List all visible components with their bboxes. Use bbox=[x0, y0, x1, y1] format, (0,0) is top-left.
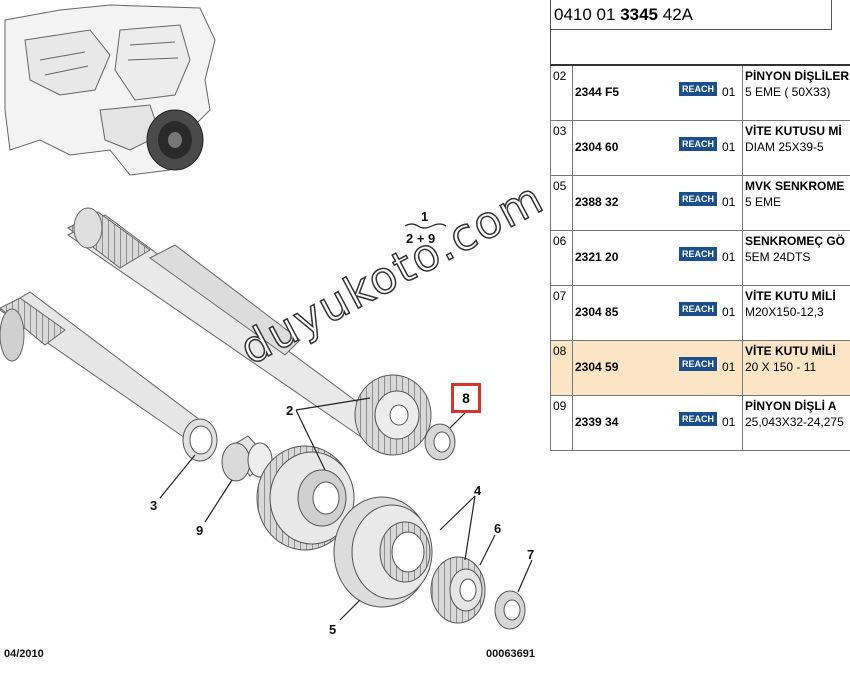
part-name: SENKROMEÇ GÖ bbox=[745, 234, 846, 248]
fifth-gear bbox=[354, 374, 432, 456]
output-flange bbox=[146, 109, 204, 171]
part-reference[interactable]: 2304 85 bbox=[575, 305, 619, 319]
part-spec: 25,043X32-24,275 bbox=[745, 415, 844, 429]
group-components: 2 + 9 bbox=[406, 231, 436, 246]
row-position: 02 bbox=[551, 66, 573, 120]
part-spec: 5EM 24DTS bbox=[745, 250, 811, 264]
part-description: VİTE KUTUSU Mİ DIAM 25X39-5 bbox=[742, 121, 850, 175]
reach-badge: REACH bbox=[679, 192, 717, 206]
group-number: 1 bbox=[421, 209, 429, 224]
callout-9[interactable]: 9 bbox=[196, 523, 204, 538]
reach-badge: REACH bbox=[679, 302, 717, 316]
ref-main: 3345 bbox=[620, 5, 659, 24]
drawing-id: 00063691 bbox=[486, 648, 535, 660]
table-row[interactable]: 03 2304 60 REACH 01 VİTE KUTUSU Mİ DIAM … bbox=[550, 121, 850, 176]
callout-6[interactable]: 6 bbox=[494, 521, 502, 536]
part-description: VİTE KUTU MİLİ M20X150-12,3 bbox=[742, 286, 850, 340]
part-description: PİNYON DİŞLİ A 25,043X32-24,275 bbox=[742, 396, 850, 450]
part-name: VİTE KUTUSU Mİ bbox=[745, 124, 842, 138]
gearbox-housing bbox=[4, 4, 216, 176]
primary-shaft bbox=[67, 207, 396, 451]
part-description: SENKROMEÇ GÖ 5EM 24DTS bbox=[742, 231, 850, 285]
nut-8 bbox=[424, 423, 456, 461]
part-spec: DIAM 25X39-5 bbox=[745, 140, 824, 154]
part-reference[interactable]: 2321 20 bbox=[575, 250, 619, 264]
part-spec: 5 EME ( 50X33) bbox=[745, 85, 831, 99]
callout-2[interactable]: 2 bbox=[286, 403, 294, 418]
part-description: MVK SENKROME 5 EME bbox=[742, 176, 850, 230]
table-row[interactable]: 05 2388 32 REACH 01 MVK SENKROME 5 EME bbox=[550, 176, 850, 231]
part-name: PİNYON DİŞLİLER bbox=[745, 69, 850, 83]
part-quantity: 01 bbox=[722, 250, 736, 264]
row-position: 03 bbox=[551, 121, 573, 175]
part-name: VİTE KUTU MİLİ bbox=[745, 344, 836, 358]
callout-3[interactable]: 3 bbox=[150, 498, 158, 513]
row-position: 06 bbox=[551, 231, 573, 285]
gear-2 bbox=[256, 445, 355, 551]
row-position: 07 bbox=[551, 286, 573, 340]
synchro-hub bbox=[333, 496, 433, 608]
reach-badge: REACH bbox=[679, 412, 717, 426]
part-quantity: 01 bbox=[722, 85, 736, 99]
table-row[interactable]: 07 2304 85 REACH 01 VİTE KUTU MİLİ M20X1… bbox=[550, 286, 850, 341]
table-row[interactable]: 09 2339 34 REACH 01 PİNYON DİŞLİ A 25,04… bbox=[550, 396, 850, 451]
part-reference[interactable]: 2388 32 bbox=[575, 195, 619, 209]
part-reference[interactable]: 2344 F5 bbox=[575, 85, 620, 99]
reach-badge: REACH bbox=[679, 137, 717, 151]
part-spec: 20 X 150 - 11 bbox=[745, 360, 817, 374]
parts-table: 0410 01 3345 42A 02 2344 F5 REACH 01 PİN… bbox=[550, 0, 850, 677]
nut-7 bbox=[494, 590, 526, 630]
part-reference[interactable]: 2304 59 bbox=[575, 360, 619, 374]
callout-8-selected[interactable]: 8 bbox=[451, 383, 481, 413]
ref-prefix: 0410 01 bbox=[554, 5, 621, 24]
part-description: PİNYON DİŞLİLER 5 EME ( 50X33) bbox=[742, 66, 850, 120]
washer-3 bbox=[182, 418, 218, 462]
synchro-ring-6 bbox=[430, 556, 486, 624]
part-name: VİTE KUTU MİLİ bbox=[745, 289, 836, 303]
reach-badge: REACH bbox=[679, 247, 717, 261]
reach-badge: REACH bbox=[679, 82, 717, 96]
table-row[interactable]: 06 2321 20 REACH 01 SENKROMEÇ GÖ 5EM 24D… bbox=[550, 231, 850, 286]
part-reference[interactable]: 2339 34 bbox=[575, 415, 619, 429]
callout-5[interactable]: 5 bbox=[329, 622, 337, 637]
secondary-shaft bbox=[0, 291, 201, 439]
part-quantity: 01 bbox=[722, 140, 736, 154]
part-quantity: 01 bbox=[722, 305, 736, 319]
part-name: MVK SENKROME bbox=[745, 179, 845, 193]
gearbox-illustration bbox=[0, 4, 533, 630]
part-quantity: 01 bbox=[722, 360, 736, 374]
ref-suffix: 42A bbox=[658, 5, 693, 24]
date-code: 04/2010 bbox=[4, 648, 44, 660]
callout-leaders bbox=[159, 223, 533, 621]
part-spec: 5 EME bbox=[745, 195, 782, 209]
exploded-parts-diagram: duyukoto.com 1 2 + 9 2 3 9 4 6 5 7 8 04/… bbox=[0, 4, 554, 660]
part-spec: M20X150-12,3 bbox=[745, 305, 824, 319]
part-description: VİTE KUTU MİLİ 20 X 150 - 11 bbox=[742, 341, 850, 395]
part-quantity: 01 bbox=[722, 195, 736, 209]
part-reference[interactable]: 2304 60 bbox=[575, 140, 619, 154]
row-position: 09 bbox=[551, 396, 573, 450]
table-row[interactable]: 02 2344 F5 REACH 01 PİNYON DİŞLİLER 5 EM… bbox=[550, 66, 850, 121]
reference-header: 0410 01 3345 42A bbox=[550, 0, 832, 30]
callout-7[interactable]: 7 bbox=[527, 547, 535, 562]
row-position: 05 bbox=[551, 176, 573, 230]
part-quantity: 01 bbox=[722, 415, 736, 429]
table-row-selected[interactable]: 08 2304 59 REACH 01 VİTE KUTU MİLİ 20 X … bbox=[550, 341, 850, 396]
row-position: 08 bbox=[551, 341, 573, 395]
part-name: PİNYON DİŞLİ A bbox=[745, 399, 837, 413]
reach-badge: REACH bbox=[679, 357, 717, 371]
callout-4[interactable]: 4 bbox=[474, 483, 482, 498]
table-header bbox=[550, 30, 850, 66]
